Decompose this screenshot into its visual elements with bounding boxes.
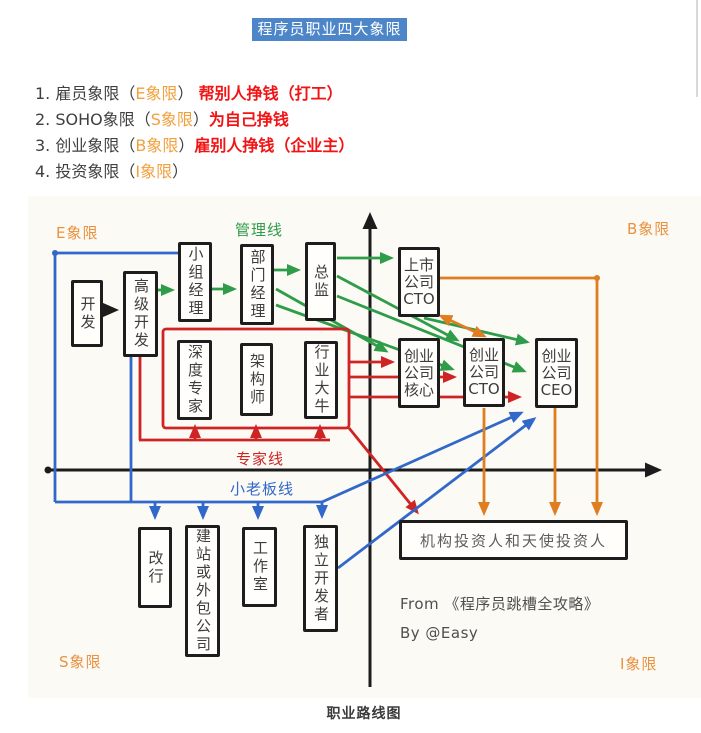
box-architect: 架构师 <box>240 343 273 416</box>
box-senior-developer: 高级开发 <box>123 271 158 357</box>
quadrant-label-e: E象限 <box>135 84 178 103</box>
quadrant-label-b: B象限 <box>135 136 179 155</box>
orange-corner-dot <box>594 275 600 281</box>
legend-item-employee: 1. 雇员象限（E象限） 帮别人挣钱（打工） <box>35 84 343 103</box>
box-director: 总监 <box>305 242 336 321</box>
box-deep-expert: 深度专家 <box>177 340 212 420</box>
box-investors: 机构投资人和天使投资人 <box>399 520 628 560</box>
box-team-leader: 小组经理 <box>178 242 212 322</box>
box-startup-cto: 创业公司CTO <box>463 338 505 407</box>
legend-note: 帮别人挣钱（打工） <box>198 84 343 103</box>
credit-author: By @Easy <box>400 624 479 642</box>
legend-note: 为自己挣钱 <box>208 110 289 129</box>
label-quadrant-e: E象限 <box>56 224 99 242</box>
label-quadrant-s: S象限 <box>59 653 102 671</box>
box-developer: 开发 <box>71 280 103 347</box>
label-small-boss-line: 小老板线 <box>230 480 295 498</box>
box-listed-company-cto: 上市公司CTO <box>398 247 440 317</box>
quadrant-label-s: S象限 <box>150 110 193 129</box>
legend-item-investor: 4. 投资象限（I象限） <box>35 162 189 181</box>
label-expert-line: 专家线 <box>236 450 285 468</box>
box-startup-ceo: 创业公司CEO <box>535 338 578 408</box>
axis-origin-dot <box>44 466 52 474</box>
quadrant-legend-list: 1. 雇员象限（E象限） 帮别人挣钱（打工） 2. SOHO象限（S象限）为自己… <box>35 81 354 185</box>
box-indie-developer: 独立开发者 <box>303 525 338 632</box>
box-change-career: 改行 <box>138 527 172 608</box>
quadrant-label-i: I象限 <box>135 162 173 181</box>
box-industry-guru: 行业大牛 <box>304 341 338 419</box>
label-quadrant-b: B象限 <box>627 220 671 238</box>
credit-source: From 《程序员跳槽全攻略》 <box>400 595 600 613</box>
box-website-outsourcing: 建站或外包公司 <box>185 525 220 657</box>
label-management-line: 管理线 <box>235 221 284 239</box>
label-quadrant-i: I象限 <box>620 655 658 673</box>
scrollbar-track[interactable] <box>696 0 698 97</box>
page-title: 程序员职业四大象限 <box>252 18 407 41</box>
legend-item-soho: 2. SOHO象限（S象限）为自己挣钱 <box>35 110 289 129</box>
legend-note: 雇别人挣钱（企业主） <box>194 136 355 155</box>
investor-line-arrows <box>438 276 603 516</box>
box-startup-core: 创业公司核心 <box>398 338 440 408</box>
blue-corner-dot <box>52 250 58 256</box>
box-department-manager: 部门经理 <box>240 244 274 325</box>
small-boss-line-arrows <box>53 251 537 570</box>
diagram-caption: 职业路线图 <box>326 706 402 722</box>
box-studio: 工作室 <box>242 527 277 607</box>
legend-item-business: 3. 创业象限（B象限）雇别人挣钱（企业主） <box>35 136 355 155</box>
